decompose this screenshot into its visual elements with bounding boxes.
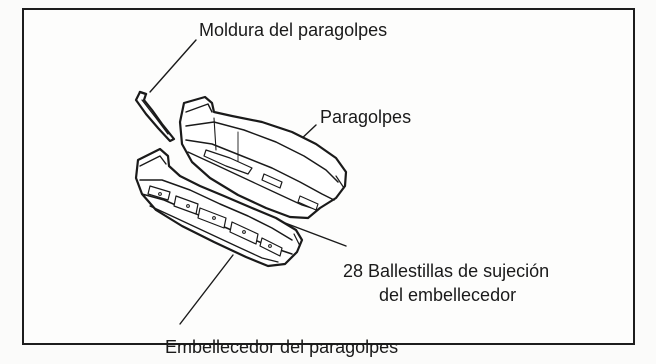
leader-moldura (149, 39, 197, 93)
label-ballestillas-line2: del embellecedor (379, 285, 517, 305)
bumper-upper (178, 95, 348, 220)
label-moldura-del-paragolpes: Moldura del paragolpes (199, 20, 388, 40)
leader-embellecedor (179, 254, 234, 325)
label-ballestillas-line1: 28 Ballestillas de sujeción (343, 261, 550, 281)
label-embellecedor-del-paragolpes: Embellecedor del paragolpes (165, 337, 399, 357)
moulding-strip (134, 90, 176, 143)
label-paragolpes: Paragolpes (320, 107, 412, 127)
bumper-cover (134, 147, 304, 268)
